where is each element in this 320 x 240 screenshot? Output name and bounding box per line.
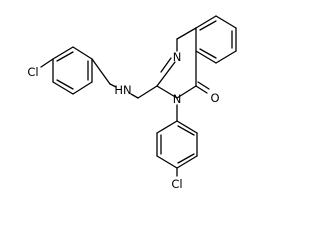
aminomethyl-linker: [91, 58, 158, 99]
svg-text:O: O: [210, 91, 219, 105]
svg-text:Cl: Cl: [171, 177, 182, 191]
atom-label-n-sub: N: [173, 92, 182, 106]
atom-label-oxygen: O: [210, 91, 219, 105]
chlorophenyl-ring-bottom: [156, 104, 198, 177]
svg-text:Cl: Cl: [27, 65, 38, 79]
atom-label-nh: HN: [114, 83, 131, 97]
chemical-structure: Cl HN N N O Cl: [27, 15, 237, 191]
svg-text:HN: HN: [114, 83, 131, 97]
chlorophenyl-ring-left: [40, 46, 93, 95]
atom-label-cl-left: Cl: [27, 65, 38, 79]
svg-text:N: N: [173, 50, 182, 64]
atom-label-cl-bottom: Cl: [171, 177, 182, 191]
benzo-ring: [195, 15, 237, 64]
svg-text:N: N: [173, 92, 182, 106]
pyrimidinone-ring: [156, 27, 210, 99]
atom-label-n-ring: N: [173, 50, 182, 64]
